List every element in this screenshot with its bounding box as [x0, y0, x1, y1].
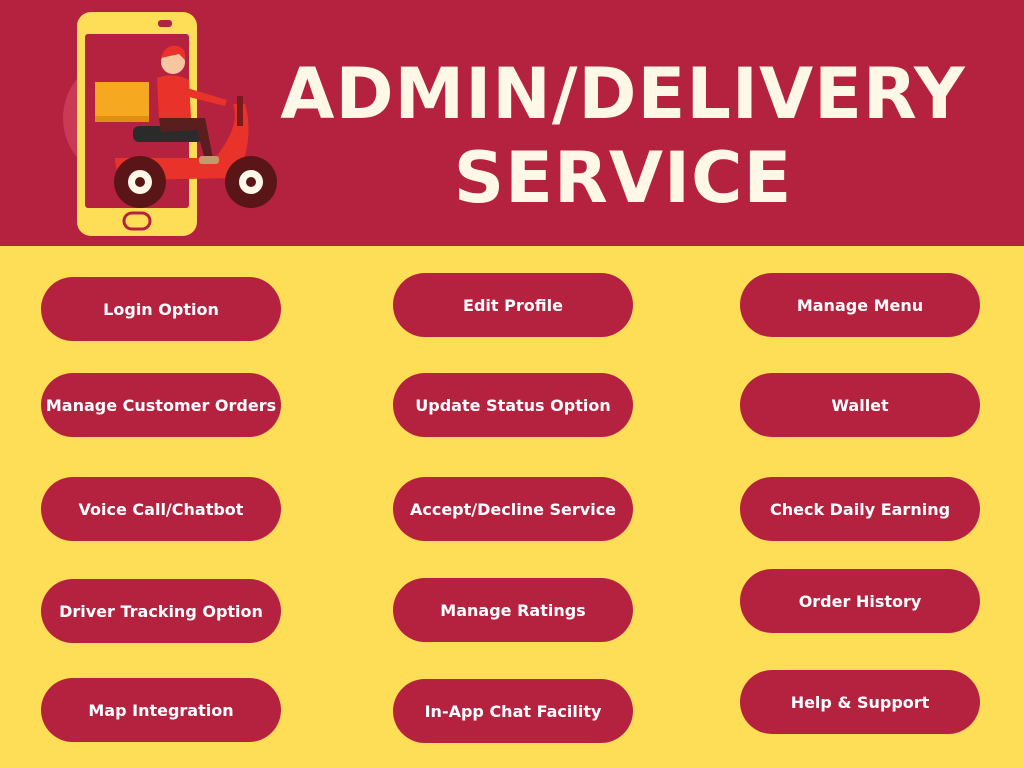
title-line-1: ADMIN/DELIVERY: [280, 53, 966, 135]
page-title: ADMIN/DELIVERY SERVICE: [258, 52, 988, 220]
feature-manage-ratings[interactable]: Manage Ratings: [393, 578, 633, 642]
feature-voice-call-chatbot[interactable]: Voice Call/Chatbot: [41, 477, 281, 541]
feature-accept-decline-service[interactable]: Accept/Decline Service: [393, 477, 633, 541]
feature-manage-customer-orders[interactable]: Manage Customer Orders: [41, 373, 281, 437]
header-banner: ADMIN/DELIVERY SERVICE: [0, 0, 1024, 246]
feature-driver-tracking-option[interactable]: Driver Tracking Option: [41, 579, 281, 643]
feature-in-app-chat-facility[interactable]: In-App Chat Facility: [393, 679, 633, 743]
delivery-scooter-phone-icon: [63, 12, 277, 236]
feature-help-support[interactable]: Help & Support: [740, 670, 980, 734]
feature-map-integration[interactable]: Map Integration: [41, 678, 281, 742]
feature-wallet[interactable]: Wallet: [740, 373, 980, 437]
feature-check-daily-earning[interactable]: Check Daily Earning: [740, 477, 980, 541]
feature-login-option[interactable]: Login Option: [41, 277, 281, 341]
feature-edit-profile[interactable]: Edit Profile: [393, 273, 633, 337]
title-line-2: SERVICE: [453, 137, 793, 219]
feature-manage-menu[interactable]: Manage Menu: [740, 273, 980, 337]
feature-order-history[interactable]: Order History: [740, 569, 980, 633]
feature-update-status-option[interactable]: Update Status Option: [393, 373, 633, 437]
